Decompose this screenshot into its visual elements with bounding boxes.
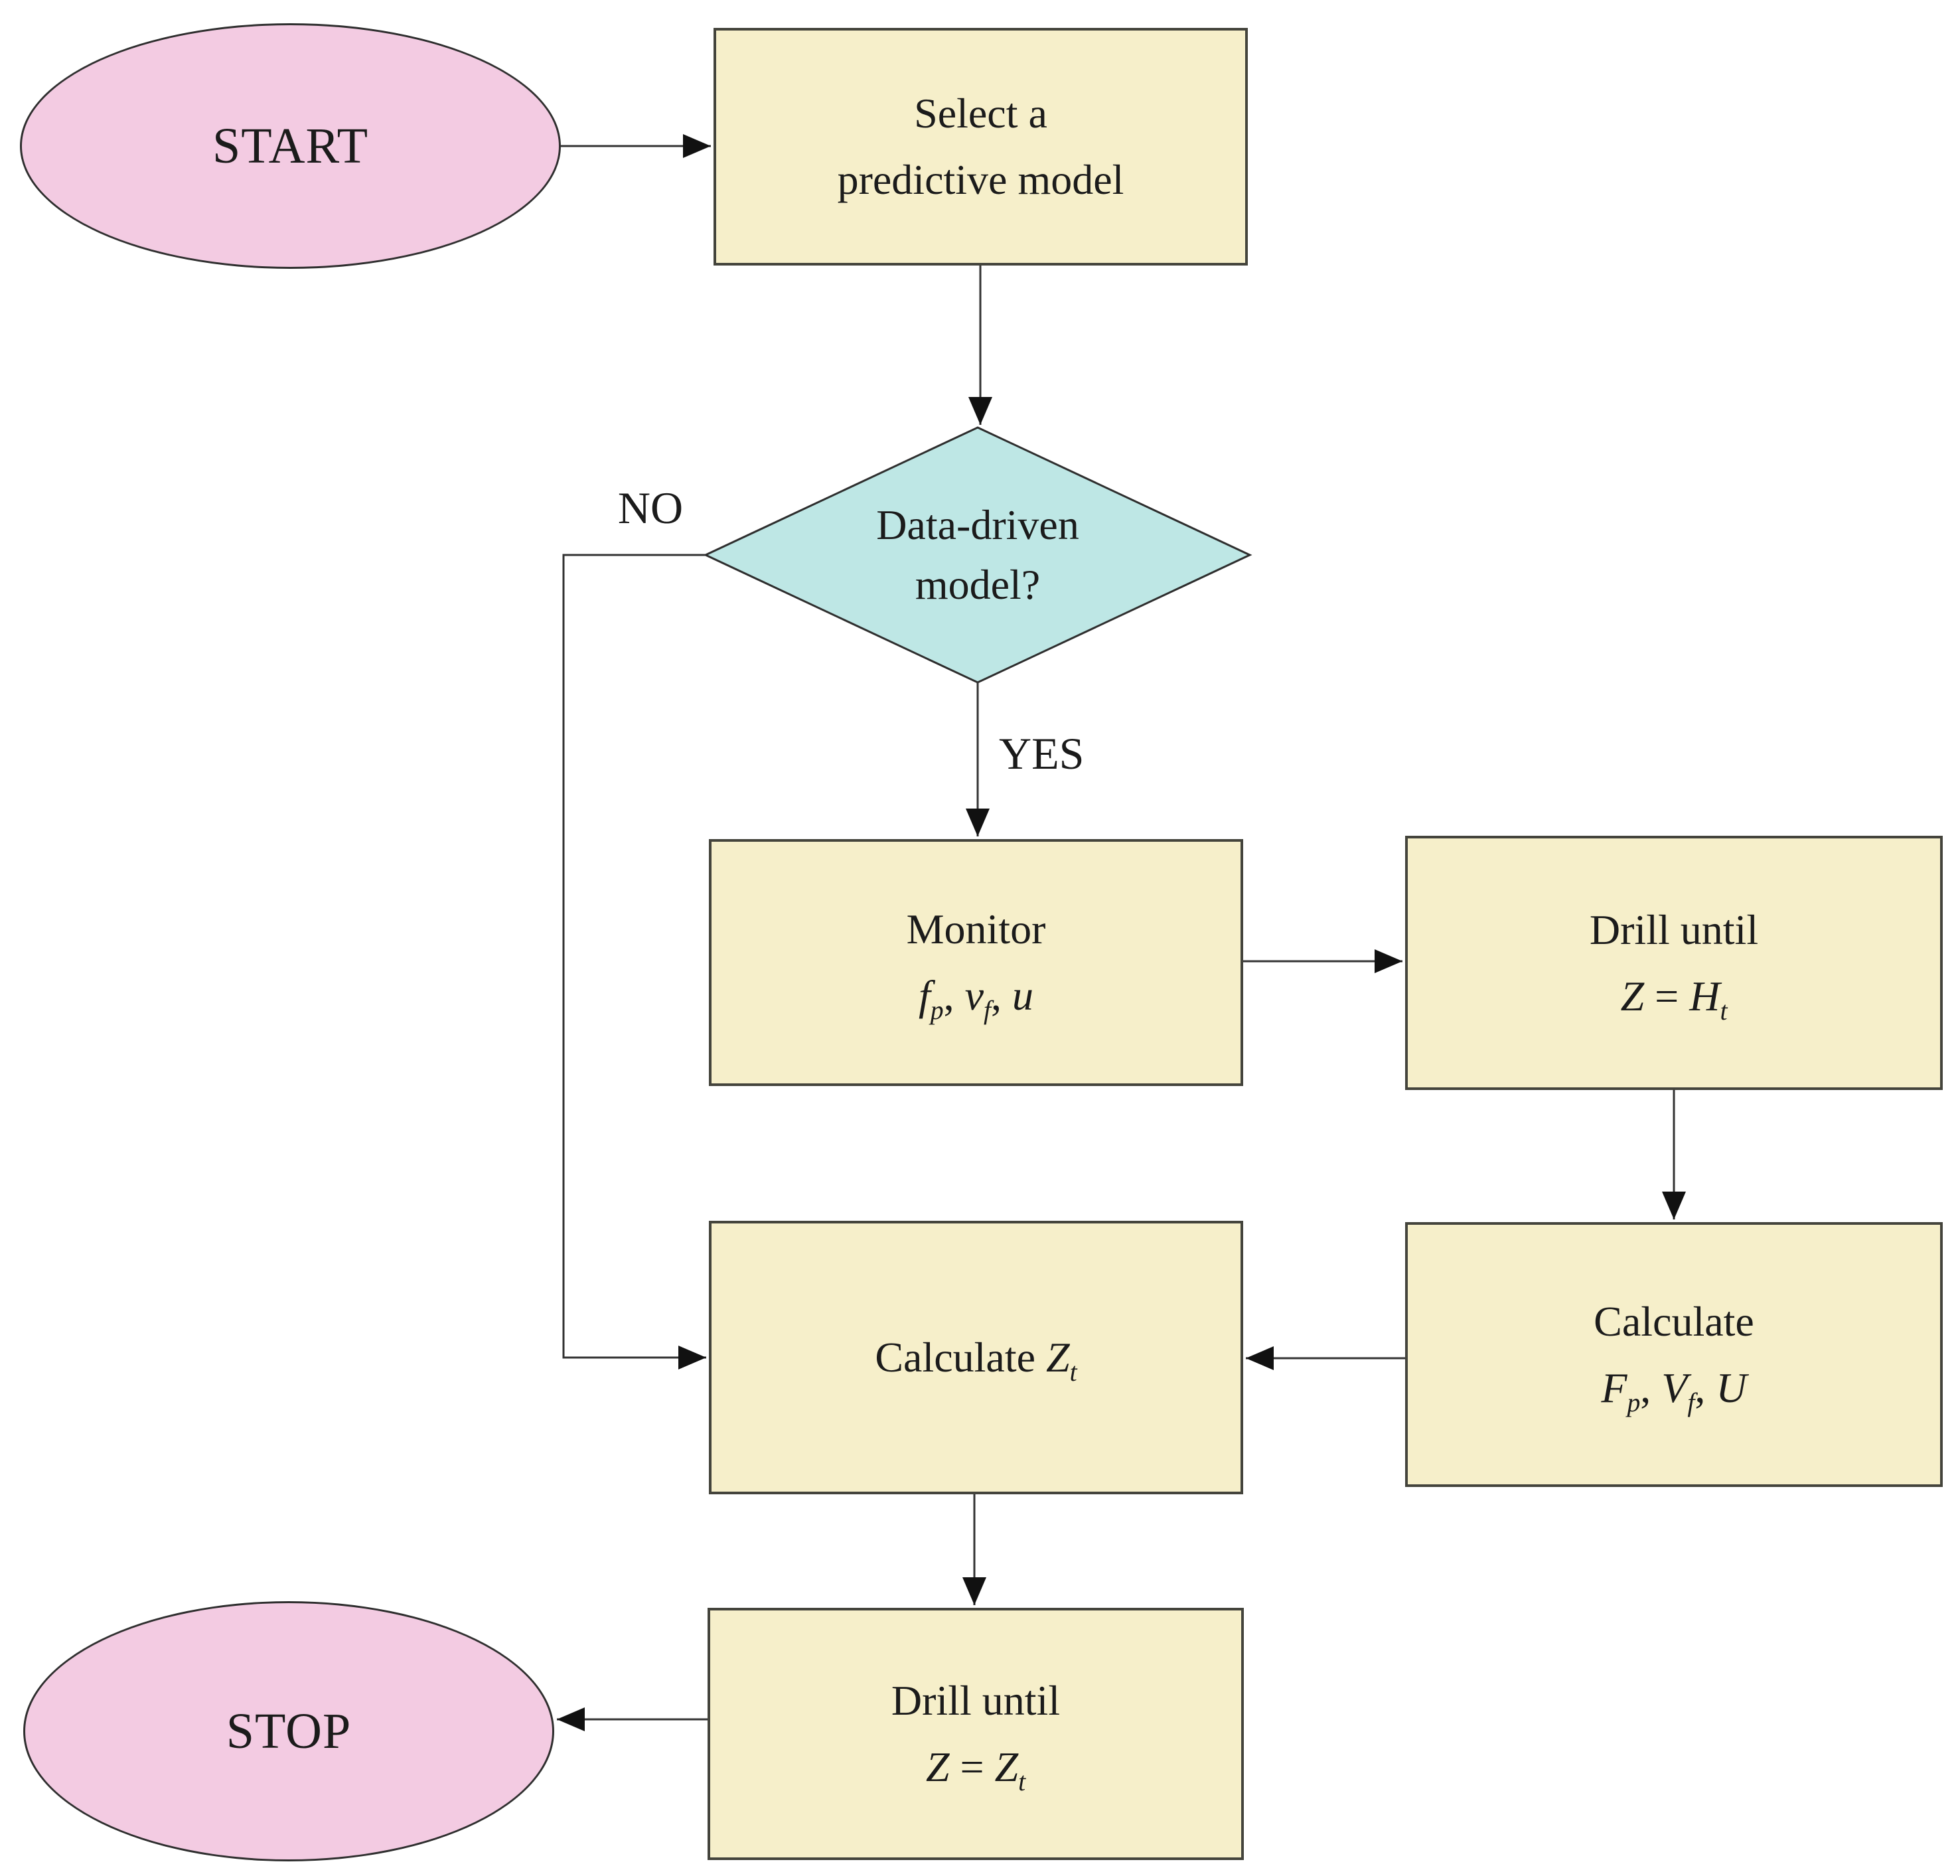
monitor-var-f: f xyxy=(918,972,931,1019)
select-model-process: Select a predictive model xyxy=(714,28,1248,266)
drill-until-ht-equation: Z = Ht xyxy=(1620,972,1728,1024)
drill-until-ht-process: Drill until Z = Ht xyxy=(1405,836,1943,1090)
drill-until-ht-title: Drill until xyxy=(1589,905,1759,953)
drill-zt-var-z: Z xyxy=(925,1743,950,1790)
drill-zt-equals: = xyxy=(949,1743,995,1790)
calculate-zt-prefix: Calculate xyxy=(875,1334,1047,1381)
decision-line1: Data-driven xyxy=(876,501,1079,549)
calculate-zt-sub-t: t xyxy=(1069,1358,1077,1387)
yes-branch-label: YES xyxy=(999,728,1085,779)
calc-fvu-sep-1: , xyxy=(1640,1364,1662,1411)
monitor-sep-2: , xyxy=(991,972,1013,1019)
calc-fvu-var-u: U xyxy=(1716,1364,1747,1411)
calculate-fvu-process: Calculate Fp, Vf, U xyxy=(1405,1222,1943,1487)
monitor-title: Monitor xyxy=(906,905,1046,953)
drill-zt-sub-t: t xyxy=(1018,1766,1026,1796)
drill-ht-var-z: Z xyxy=(1620,972,1645,1020)
monitor-var-v: v xyxy=(964,972,984,1019)
decision-line2: model? xyxy=(915,561,1041,608)
drill-ht-var-h: H xyxy=(1689,972,1720,1020)
calculate-zt-line: Calculate Zt xyxy=(875,1333,1077,1385)
start-terminal: START xyxy=(20,23,561,269)
calculate-zt-var-z: Z xyxy=(1046,1334,1070,1381)
connector-decision-no-to-calculate-zt xyxy=(562,554,706,1369)
calc-fvu-sub-p: p xyxy=(1627,1387,1641,1417)
drill-until-zt-title: Drill until xyxy=(891,1677,1061,1725)
monitor-sub-f: f xyxy=(984,995,992,1025)
drill-zt-var-zt: Z xyxy=(994,1743,1019,1790)
select-model-line2: predictive model xyxy=(837,156,1124,203)
monitor-var-u: u xyxy=(1012,972,1034,1019)
drill-until-zt-equation: Z = Zt xyxy=(925,1743,1025,1795)
monitor-variables: fp, vf, u xyxy=(918,971,1034,1024)
no-branch-label: NO xyxy=(617,483,684,533)
select-model-line1: Select a xyxy=(914,90,1047,137)
calc-fvu-var-f: F xyxy=(1601,1364,1627,1411)
calculate-zt-process: Calculate Zt xyxy=(709,1221,1243,1494)
calculate-fvu-variables: Fp, Vf, U xyxy=(1601,1364,1747,1416)
start-label: START xyxy=(212,117,369,174)
calculate-fvu-title: Calculate xyxy=(1594,1297,1754,1345)
decision-text: Data-driven model? xyxy=(706,428,1250,682)
calc-fvu-sub-f: f xyxy=(1687,1387,1695,1417)
stop-label: STOP xyxy=(226,1703,352,1759)
monitor-sep-1: , xyxy=(943,972,965,1019)
monitor-sub-p: p xyxy=(930,995,944,1025)
calc-fvu-var-v: V xyxy=(1661,1364,1688,1411)
drill-ht-equals: = xyxy=(1644,972,1690,1020)
monitor-process: Monitor fp, vf, u xyxy=(709,839,1243,1086)
calc-fvu-sep-2: , xyxy=(1695,1364,1716,1411)
drill-until-zt-process: Drill until Z = Zt xyxy=(708,1608,1244,1860)
drill-ht-sub-t: t xyxy=(1720,996,1728,1026)
stop-terminal: STOP xyxy=(23,1601,554,1861)
